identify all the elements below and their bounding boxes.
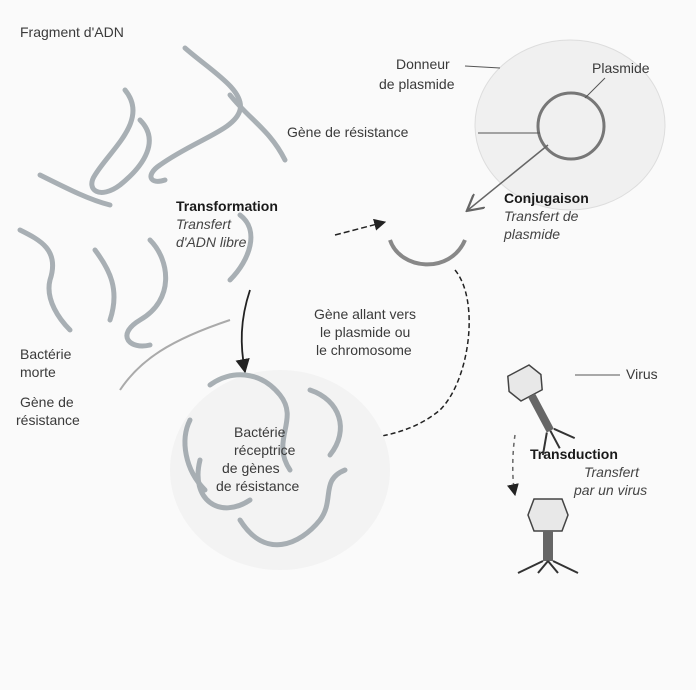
label-fragment-adn: Fragment d'ADN bbox=[20, 24, 124, 41]
label-virus: Virus bbox=[626, 366, 658, 383]
label-transfert: Transfert bbox=[176, 216, 231, 233]
label-donneur: Donneur bbox=[396, 56, 450, 73]
label-gene-allant-1: Gène allant vers bbox=[314, 306, 416, 323]
label-recept-3: de gènes bbox=[222, 460, 280, 477]
central-plasmid-arc bbox=[390, 240, 465, 264]
label-gene-allant-2: le plasmide ou bbox=[320, 324, 410, 341]
leader-donneur bbox=[465, 66, 500, 68]
label-transfert-virus-1: Transfert bbox=[584, 464, 639, 481]
label-conjugaison: Conjugaison bbox=[504, 190, 589, 207]
label-bacterie-morte-1: Bactérie bbox=[20, 346, 71, 363]
label-adn-libre: d'ADN libre bbox=[176, 234, 246, 251]
label-transfert-de: Transfert de bbox=[504, 208, 578, 225]
label-gene-resistance-top: Gène de résistance bbox=[287, 124, 408, 141]
recipient-bacterium bbox=[170, 370, 390, 570]
virus-bottom-icon bbox=[518, 499, 578, 573]
cycle-arrow-left bbox=[242, 290, 250, 372]
virus-top-icon bbox=[503, 362, 576, 457]
label-recept-2: réceptrice bbox=[234, 442, 295, 459]
transformation-arrow bbox=[335, 222, 385, 235]
label-transduction: Transduction bbox=[530, 446, 618, 463]
label-gene-de-left-1: Gène de bbox=[20, 394, 74, 411]
label-recept-4: de résistance bbox=[216, 478, 299, 495]
dead-bacterium-line bbox=[120, 320, 230, 390]
label-transfert-virus-2: par un virus bbox=[574, 482, 647, 499]
label-transformation: Transformation bbox=[176, 198, 278, 215]
label-gene-allant-3: le chromosome bbox=[316, 342, 412, 359]
label-gene-de-left-2: résistance bbox=[16, 412, 80, 429]
dna-fragments bbox=[20, 48, 285, 346]
label-plasmide-italic: plasmide bbox=[504, 226, 560, 243]
label-bacterie-morte-2: morte bbox=[20, 364, 56, 381]
label-recept-1: Bactérie bbox=[234, 424, 285, 441]
label-de-plasmide: de plasmide bbox=[379, 76, 455, 93]
label-plasmide: Plasmide bbox=[592, 60, 650, 77]
transduction-arrow bbox=[513, 435, 515, 495]
